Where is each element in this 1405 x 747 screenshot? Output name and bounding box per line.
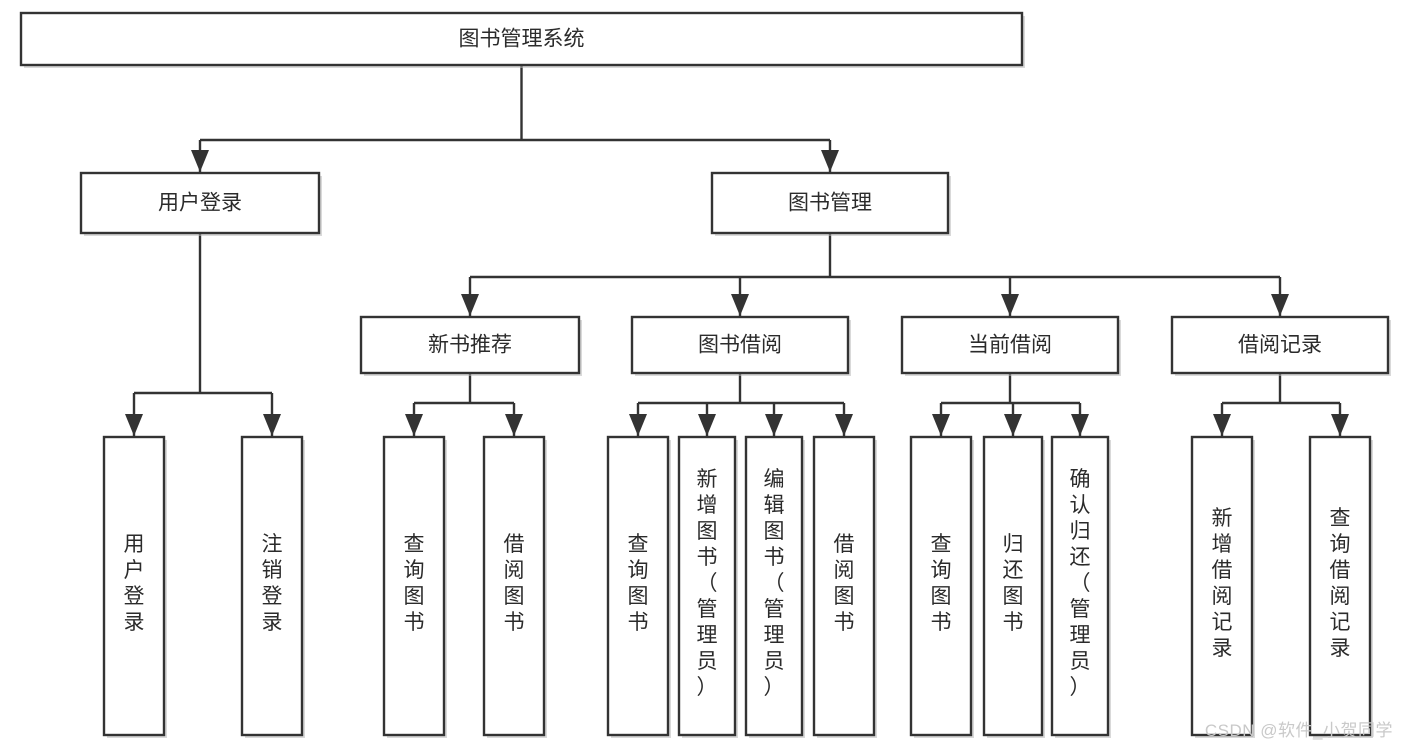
node-book-manage[interactable]: 图书管理 xyxy=(710,171,951,236)
node-leaf-user-logout[interactable]: 注销登录 xyxy=(240,435,305,738)
node-leaf-query-book-1[interactable]: 查询图书 xyxy=(382,435,447,738)
node-book-borrow[interactable]: 图书借阅 xyxy=(630,315,851,376)
node-label: 查询借阅记录 xyxy=(1330,507,1351,660)
node-borrow-record[interactable]: 借阅记录 xyxy=(1170,315,1391,376)
node-leaf-user-login[interactable]: 用户登录 xyxy=(102,435,167,738)
node-label: 注销登录 xyxy=(262,533,283,634)
arrow-head-icon xyxy=(1001,294,1019,316)
node-leaf-query-record[interactable]: 查询借阅记录 xyxy=(1308,435,1373,738)
node-leaf-confirm-return[interactable]: 确认归还（管理员） xyxy=(1050,435,1111,738)
arrow-head-icon xyxy=(821,150,839,172)
node-label: 查询图书 xyxy=(404,533,425,634)
node-label: 新书推荐 xyxy=(428,334,512,357)
arrow-head-icon xyxy=(405,414,423,436)
arrow-head-icon xyxy=(1331,414,1349,436)
arrow-head-icon xyxy=(765,414,783,436)
node-leaf-return-book[interactable]: 归还图书 xyxy=(982,435,1045,738)
arrow-head-icon xyxy=(1071,414,1089,436)
node-label: 借阅图书 xyxy=(504,533,525,634)
node-leaf-borrow-book-1[interactable]: 借阅图书 xyxy=(482,435,547,738)
arrow-head-icon xyxy=(1213,414,1231,436)
node-current-borrow[interactable]: 当前借阅 xyxy=(900,315,1121,376)
node-label: 图书管理 xyxy=(788,192,872,215)
arrow-head-icon xyxy=(629,414,647,436)
node-label: 用户登录 xyxy=(124,533,145,634)
node-leaf-add-record[interactable]: 新增借阅记录 xyxy=(1190,435,1255,738)
node-label: 查询图书 xyxy=(628,533,649,634)
arrow-head-icon xyxy=(125,414,143,436)
node-label: 图书管理系统 xyxy=(459,28,585,51)
edges-layer xyxy=(125,65,1349,436)
arrow-head-icon xyxy=(191,150,209,172)
arrow-head-icon xyxy=(1271,294,1289,316)
node-label: 新增图书（管理员） xyxy=(697,468,718,699)
arrow-head-icon xyxy=(932,414,950,436)
node-label: 编辑图书（管理员） xyxy=(764,468,785,699)
arrow-head-icon xyxy=(263,414,281,436)
node-new-book-rec[interactable]: 新书推荐 xyxy=(359,315,582,376)
arrow-head-icon xyxy=(461,294,479,316)
node-label: 新增借阅记录 xyxy=(1212,507,1233,660)
node-leaf-add-book[interactable]: 新增图书（管理员） xyxy=(677,435,738,738)
node-label: 确认归还（管理员） xyxy=(1070,468,1091,699)
node-root-book-management-system[interactable]: 图书管理系统 xyxy=(19,11,1025,68)
arrow-head-icon xyxy=(731,294,749,316)
node-label: 借阅图书 xyxy=(834,533,855,634)
watermark-text: CSDN @软件_小贺同学 xyxy=(1204,721,1393,740)
node-label: 查询图书 xyxy=(931,533,952,634)
node-label: 图书借阅 xyxy=(698,334,782,357)
node-label: 归还图书 xyxy=(1003,533,1024,634)
node-label: 当前借阅 xyxy=(968,334,1052,357)
node-label: 用户登录 xyxy=(158,192,242,215)
arrow-head-icon xyxy=(505,414,523,436)
node-user-login[interactable]: 用户登录 xyxy=(79,171,322,236)
node-leaf-borrow-book-2[interactable]: 借阅图书 xyxy=(812,435,877,738)
arrow-head-icon xyxy=(698,414,716,436)
node-leaf-query-book-3[interactable]: 查询图书 xyxy=(909,435,974,738)
node-leaf-edit-book[interactable]: 编辑图书（管理员） xyxy=(744,435,805,738)
arrow-head-icon xyxy=(1004,414,1022,436)
node-label: 借阅记录 xyxy=(1238,334,1322,357)
node-leaf-query-book-2[interactable]: 查询图书 xyxy=(606,435,671,738)
nodes-layer: 图书管理系统用户登录图书管理新书推荐图书借阅当前借阅借阅记录用户登录注销登录查询… xyxy=(19,11,1391,738)
arrow-head-icon xyxy=(835,414,853,436)
